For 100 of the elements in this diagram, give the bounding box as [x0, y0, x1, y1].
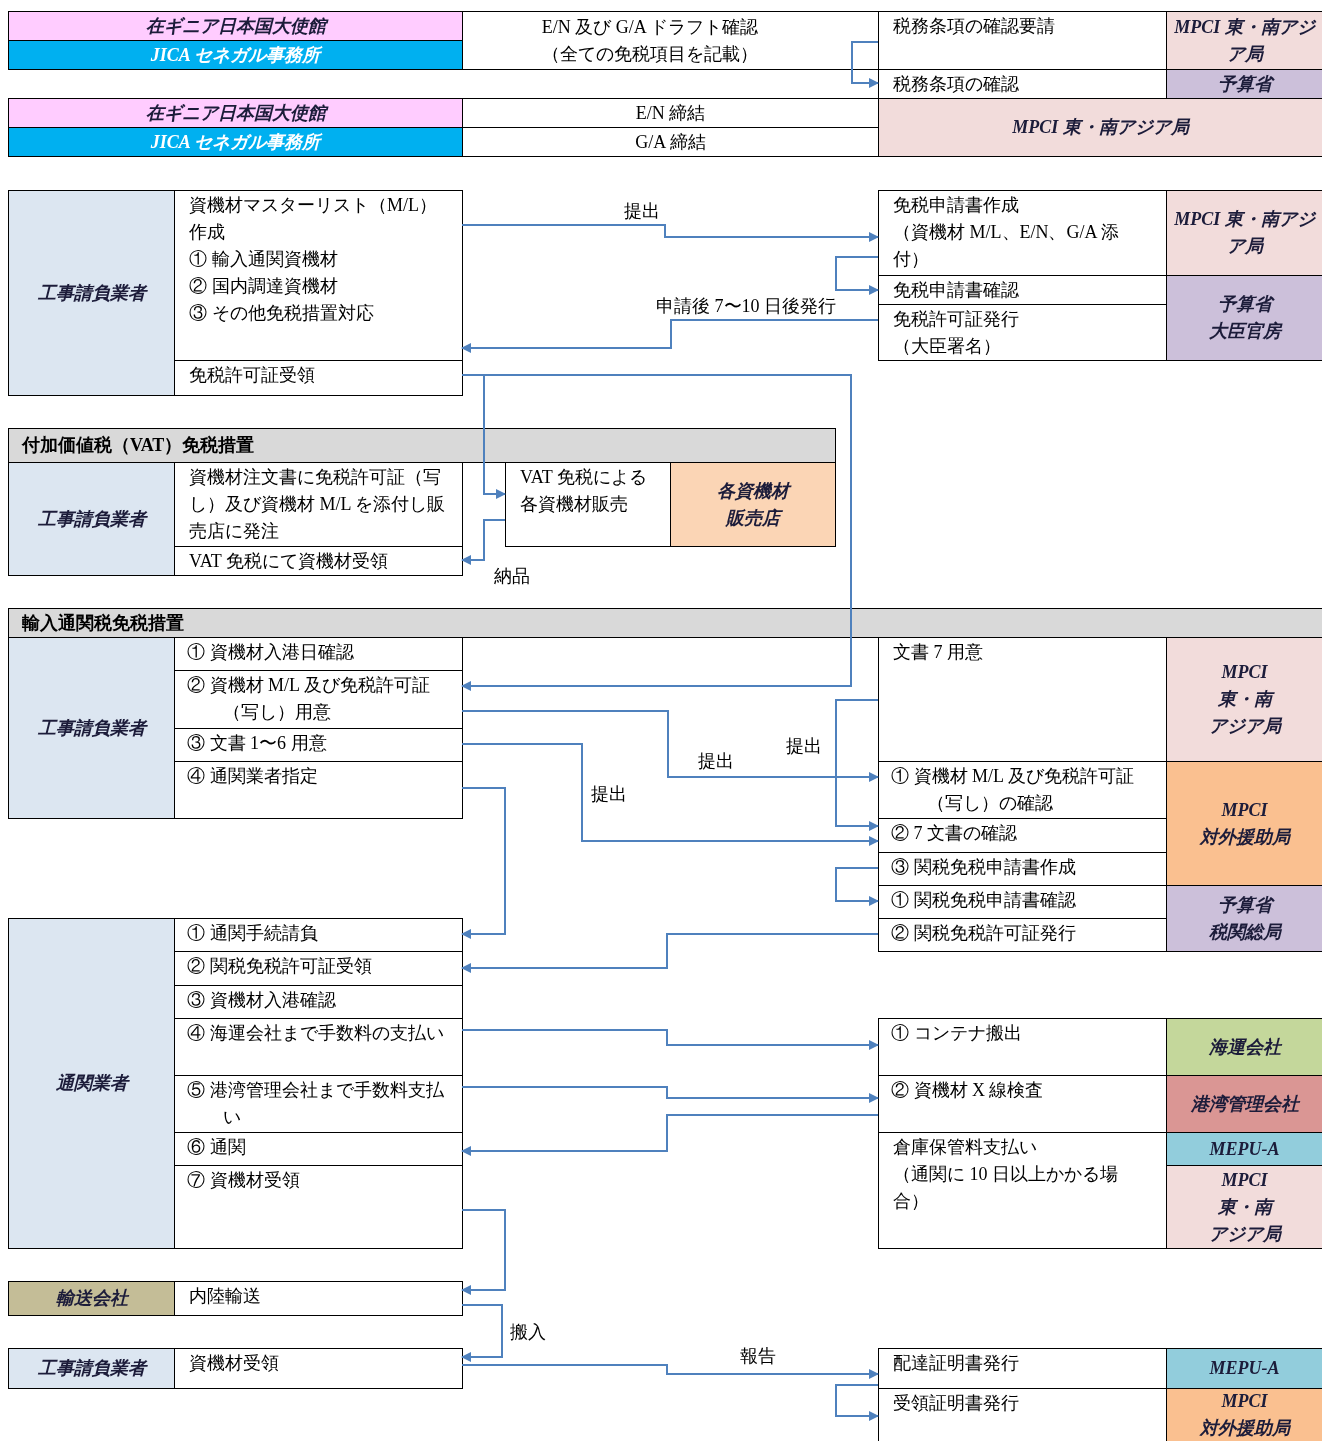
- actor-cell: [878, 98, 1322, 157]
- section-title: 輸入通関税免税措置: [22, 609, 184, 637]
- edge-label: 納品: [492, 565, 532, 587]
- step-text: ③ 関税免税申請書作成: [891, 856, 1076, 879]
- actor-cell: [1166, 1018, 1322, 1076]
- step-text: VAT 免税による各資機材販売: [520, 466, 648, 516]
- actor-cell: [8, 462, 175, 576]
- connector-arrow: [461, 1209, 506, 1295]
- connector-arrow: [461, 787, 506, 939]
- step-text: VAT 免税にて資機材受領: [189, 550, 388, 573]
- connector-arrow: [461, 933, 879, 973]
- actor-cell: [1166, 190, 1322, 276]
- actor-label: MPCI: [1221, 1168, 1268, 1192]
- step-text: （全ての免税項目を記載）: [542, 42, 758, 66]
- actor-cell: [1166, 885, 1322, 952]
- actor-label: 工事請負業者: [37, 281, 146, 305]
- actor-cell: [1166, 761, 1322, 886]
- section-title: 付加価値税（VAT）免税措置: [22, 429, 255, 462]
- step-text: ④ 海運会社まで手数料の支払い: [187, 1022, 444, 1045]
- actor-label: 工事請負業者: [37, 716, 146, 740]
- step-text: （通関に 10 日以上かかる場合）: [893, 1163, 1119, 1213]
- actor-label: 工事請負業者: [37, 507, 146, 531]
- step-cell: [878, 918, 1167, 952]
- actor-cell: [8, 1348, 175, 1389]
- actor-cell: [1166, 1348, 1322, 1389]
- step-text: 免税申請書確認: [893, 279, 1019, 302]
- step-text: 資機材注文書に免税許可証（写し）及び資機材 M/L を添付し販売店に発注: [189, 466, 447, 543]
- process-cell: [462, 11, 837, 70]
- step-text: （資機材 M/L、E/N、G/A 添付）: [893, 221, 1120, 271]
- actor-cell: [1166, 275, 1322, 361]
- step-text: 資機材受領: [189, 1352, 279, 1375]
- actor-label: 対外援助局: [1199, 825, 1290, 849]
- step-text: 税務条項の確認: [893, 73, 1019, 96]
- step-cell: [174, 1165, 463, 1249]
- actor-label: MPCI: [1221, 1390, 1268, 1413]
- actor-label: 港湾管理会社: [1190, 1092, 1299, 1116]
- connector-arrow: [461, 1114, 879, 1156]
- actor-cell: [1166, 11, 1322, 70]
- connector-arrow: [461, 224, 879, 242]
- connector-arrow: [461, 319, 879, 353]
- connector-arrow: [461, 374, 852, 691]
- connector-arrow: [461, 519, 506, 565]
- actor-cell: [8, 98, 463, 128]
- connector-arrow: [461, 1086, 879, 1103]
- actor-cell: [1166, 1165, 1322, 1249]
- edge-label: 報告: [738, 1345, 778, 1367]
- step-text: ① 資機材入港日確認: [187, 641, 354, 664]
- actor-cell: [8, 190, 175, 396]
- actor-label: 大臣官房: [1208, 320, 1281, 343]
- actor-label: JICA セネガル事務所: [150, 43, 321, 67]
- step-text: 資機材マスターリスト（M/L）作成: [189, 194, 438, 244]
- actor-label: 海運会社: [1208, 1035, 1281, 1059]
- actor-cell: [8, 40, 463, 70]
- step-text: 免税許可証発行: [893, 308, 1019, 331]
- step-text: ② 7 文書の確認: [891, 822, 1017, 845]
- step-text: 免税申請書作成: [893, 194, 1019, 217]
- step-text: ⑦ 資機材受領: [187, 1169, 300, 1192]
- step-text: 免税許可証受領: [189, 364, 315, 387]
- process-cell: [174, 546, 463, 576]
- step-text: E/N 及び G/A ドラフト確認: [541, 15, 759, 39]
- actor-label: MEPU-A: [1209, 1357, 1280, 1380]
- actor-label: JICA セネガル事務所: [150, 130, 321, 154]
- step-text: 受領証明書発行: [893, 1392, 1019, 1415]
- actor-label: 対外援助局: [1199, 1417, 1290, 1440]
- step-text: ② 関税免税許可証受領: [187, 955, 372, 978]
- step-text: ① コンテナ搬出: [891, 1022, 1022, 1045]
- step-text: ③ 文書 1〜6 用意: [187, 732, 327, 755]
- process-cell: [878, 304, 1167, 361]
- edge-label: 申請後 7〜10 日後発行: [654, 295, 838, 317]
- step-text: ③ 資機材入港確認: [187, 989, 336, 1012]
- actor-cell: [8, 1281, 175, 1316]
- connector-arrow: [835, 256, 879, 295]
- actor-cell: [8, 127, 463, 157]
- step-text: 配達証明書発行: [893, 1352, 1019, 1375]
- actor-label: MPCI 東・南アジア局: [1173, 208, 1317, 258]
- connector-arrow: [461, 743, 879, 846]
- step-text: ④ 通関業者指定: [187, 765, 318, 788]
- step-text: （大臣署名）: [893, 335, 1001, 358]
- connector-arrow: [461, 710, 879, 782]
- connector-arrow: [461, 1029, 879, 1050]
- actor-label: MPCI: [1221, 798, 1268, 822]
- actor-label: アジア局: [1208, 715, 1281, 738]
- edge-label: 搬入: [508, 1321, 548, 1343]
- step-cell: [174, 761, 463, 819]
- actor-label: 工事請負業者: [37, 1357, 146, 1380]
- step-text: ③ その他免税措置対応: [189, 302, 374, 325]
- step-text: ① 関税免税申請書確認: [891, 889, 1076, 912]
- process-cell: [174, 1348, 463, 1389]
- step-text: E/N 締結: [635, 101, 706, 125]
- step-text: ⑥ 通関: [187, 1136, 246, 1159]
- actor-label: 税関総局: [1208, 920, 1281, 944]
- process-cell: [174, 360, 463, 396]
- step-text: ① 通関手続請負: [187, 922, 318, 945]
- step-text: ⑤ 港湾管理会社まで手数料支払い: [187, 1079, 445, 1129]
- actor-cell: [1166, 1075, 1322, 1133]
- connector-arrow: [851, 41, 879, 88]
- step-text: ② 資機材 M/L 及び免税許可証（写し）用意: [187, 674, 431, 724]
- step-cell: [174, 918, 463, 952]
- actor-label: MPCI 東・南アジア局: [1012, 116, 1189, 139]
- connector-arrow: [835, 699, 879, 831]
